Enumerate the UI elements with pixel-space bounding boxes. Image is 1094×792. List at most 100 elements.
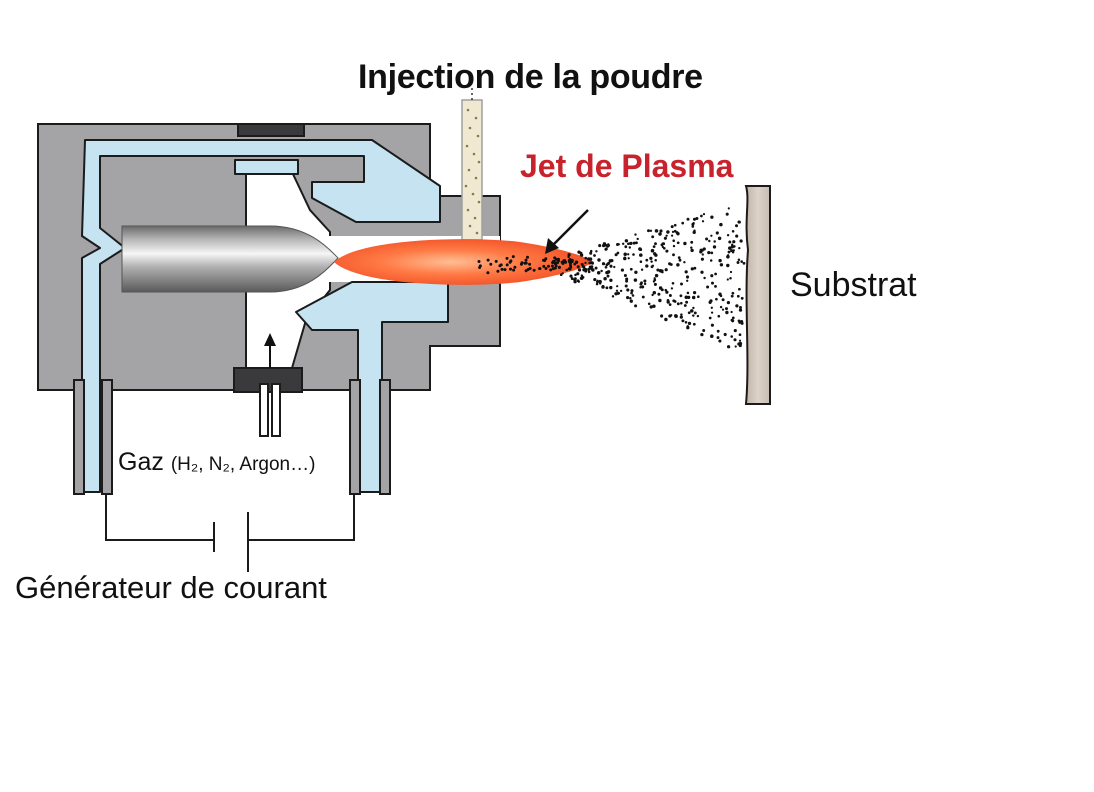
powder-particle (569, 274, 573, 278)
powder-particle (735, 234, 739, 238)
powder-particle (691, 225, 695, 228)
powder-particle (695, 216, 699, 221)
powder-particle (708, 239, 711, 243)
powder-particle (680, 301, 683, 305)
powder-particle (598, 244, 602, 248)
powder-particle (658, 232, 662, 236)
powder-particle (725, 310, 729, 315)
powder-particle (577, 268, 582, 272)
powder-particle (668, 294, 672, 297)
powder-particle (710, 234, 713, 237)
powder-particle (652, 291, 656, 295)
powder-particle (639, 253, 643, 257)
powder-particle (570, 277, 574, 281)
powder-particle (700, 332, 704, 337)
powder-particle (736, 261, 740, 264)
powder-particle (609, 285, 613, 290)
powder-particle (736, 294, 740, 298)
powder-particle (606, 274, 610, 278)
powder-particle (559, 273, 563, 277)
powder-particle (595, 250, 598, 253)
powder-particle (645, 264, 649, 268)
powder-particle (672, 299, 676, 303)
powder-particle (716, 336, 720, 340)
powder-injection-label: Injection de la poudre (358, 58, 703, 96)
powder-particle (647, 302, 651, 306)
powder-particle (577, 280, 581, 283)
powder-particle (684, 295, 689, 300)
powder-particle (681, 221, 685, 225)
powder-particle (671, 282, 675, 285)
powder-particle (729, 276, 732, 280)
powder-particle (721, 308, 725, 311)
powder-particle (652, 304, 656, 308)
powder-particle (671, 230, 675, 234)
top-insulator (237, 123, 305, 137)
gas-label-detail: (H₂, N₂, Argon…) (170, 454, 316, 475)
powder-particle (725, 307, 728, 311)
powder-particle (528, 262, 532, 266)
powder-particle (616, 285, 619, 288)
powder-particle (650, 248, 655, 253)
powder-particle (715, 297, 718, 301)
powder-particle (669, 263, 673, 266)
powder-particle (654, 229, 659, 233)
powder-particle (705, 237, 709, 241)
powder-particle (732, 249, 735, 252)
powder-particle (594, 266, 598, 270)
powder-particle (737, 220, 741, 224)
powder-injection-tube (461, 88, 483, 241)
powder-particle (717, 236, 722, 241)
powder-particle (683, 304, 687, 307)
powder-particle (731, 230, 735, 233)
powder-particle (621, 242, 625, 246)
powder-particle (730, 245, 735, 249)
powder-particle (726, 345, 731, 349)
powder-particle (665, 249, 669, 253)
powder-particle (700, 257, 704, 261)
powder-particle (738, 246, 741, 250)
powder-particle (577, 250, 581, 254)
powder-particle (730, 310, 733, 314)
powder-particle (641, 285, 645, 289)
powder-particle (561, 262, 565, 265)
powder-particle (662, 246, 666, 250)
powder-particle (567, 253, 571, 257)
powder-particle (706, 285, 710, 289)
powder-particle (544, 267, 548, 270)
powder-particle (702, 329, 706, 332)
powder-particle (498, 264, 502, 268)
powder-particle (617, 292, 621, 295)
powder-particle (664, 288, 668, 292)
powder-particle (718, 258, 722, 263)
powder-particle (562, 259, 566, 263)
powder-particle (680, 313, 683, 316)
powder-particle (643, 282, 647, 286)
powder-particle (686, 325, 690, 328)
powder-particle (732, 240, 736, 244)
powder-particle (494, 259, 498, 263)
powder-particle (523, 261, 527, 265)
powder-particle (734, 345, 737, 348)
powder-particle (616, 243, 619, 246)
powder-particle (664, 268, 668, 272)
powder-particle (685, 300, 689, 304)
powder-particle (662, 242, 666, 246)
powder-particle (634, 304, 638, 308)
powder-particle (726, 255, 730, 259)
powder-particle (737, 258, 741, 261)
powder-particle (738, 333, 742, 337)
powder-particle (727, 250, 731, 254)
powder-particle (686, 217, 690, 221)
powder-particle (674, 314, 678, 318)
powder-particle (619, 289, 623, 293)
powder-particle (626, 288, 630, 292)
powder-particle (738, 287, 741, 291)
powder-particle (731, 291, 735, 295)
powder-particle (554, 261, 558, 265)
powder-particle (627, 257, 630, 260)
powder-particle (511, 255, 515, 259)
powder-particle (651, 293, 654, 297)
powder-particle (693, 229, 696, 232)
